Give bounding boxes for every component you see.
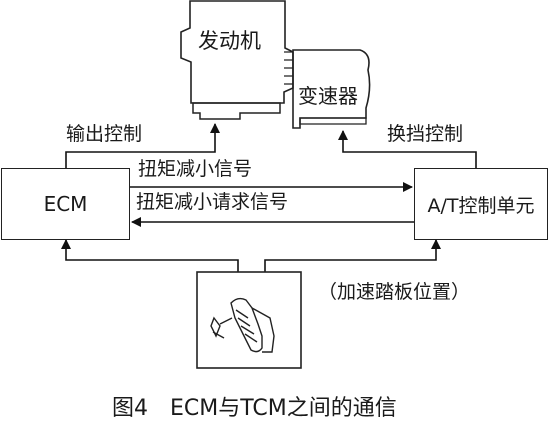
engine-base [192,102,281,120]
engine-shape [180,0,294,104]
pedal-to-at-line [264,239,441,272]
figure-caption: 图4 ECM与TCM之间的通信 [112,396,397,421]
shift-control-line [338,130,477,168]
transmission-base [299,117,367,125]
pedal-to-ecm-line [61,239,239,272]
pedal-icon [210,297,275,353]
output-control-label: 输出控制 [66,123,143,145]
shift-control-label: 换挡控制 [387,123,464,145]
ecm-label: ECM [43,192,88,216]
accelerator-position-label: （加速踏板位置） [318,281,471,303]
output-control-line [65,123,220,168]
torque-request-label: 扭矩减小请求信号 [136,191,289,213]
engine-label: 发动机 [198,29,261,53]
coupling [284,51,293,85]
transmission-shape [292,49,371,129]
torque-reduce-label: 扭矩减小信号 [138,158,253,180]
ecm-box: ECM [1,168,130,240]
transmission-label: 变速器 [298,84,358,108]
pedal-box [196,271,302,369]
at-control-unit-label: A/T控制单元 [427,194,535,217]
at-control-unit-box: A/T控制单元 [414,168,548,240]
